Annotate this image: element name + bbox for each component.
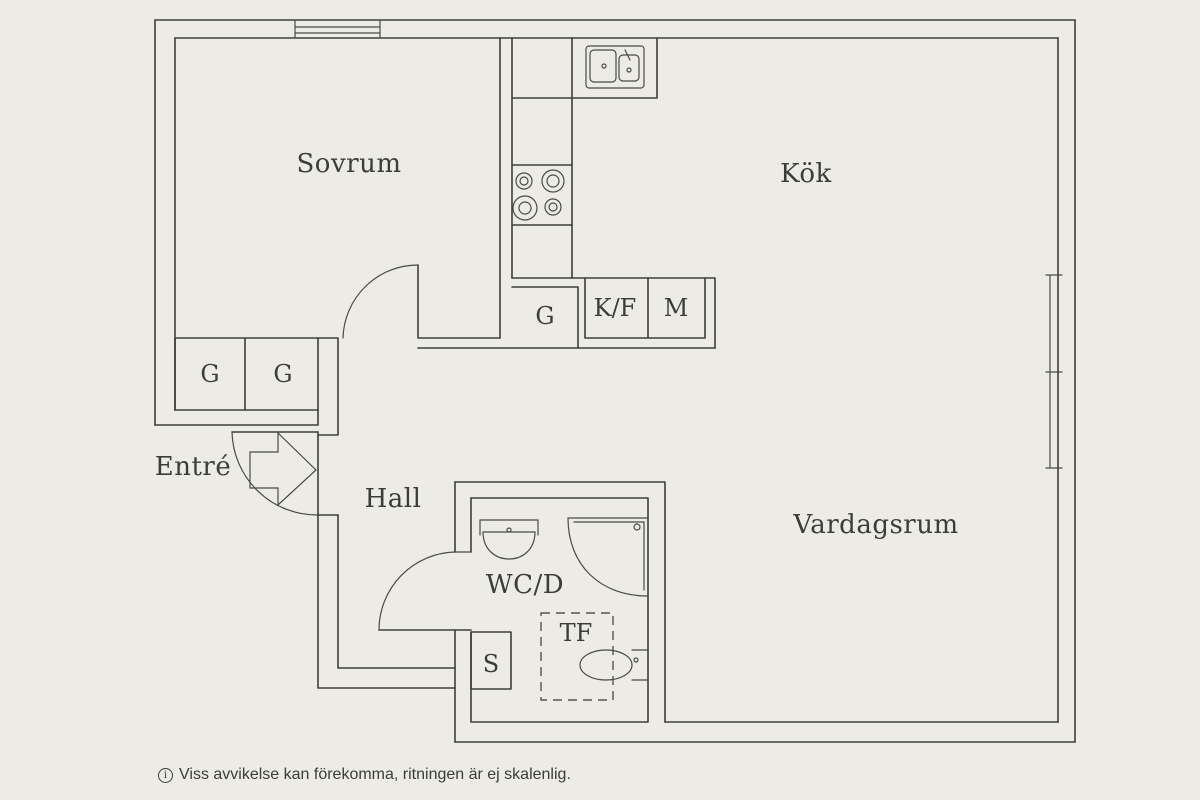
bathroom-fixtures bbox=[470, 517, 649, 701]
room-label-sovrum: Sovrum bbox=[297, 149, 402, 179]
fixture-label-g-bedroom-1: G bbox=[200, 360, 219, 388]
room-label-entre: Entré bbox=[155, 452, 232, 482]
room-label-vardagsrum: Vardagsrum bbox=[792, 510, 958, 540]
disclaimer: i Viss avvikelse kan förekomma, ritninge… bbox=[158, 766, 571, 784]
fixture-label-s: S bbox=[483, 650, 499, 678]
fixture-label-g-kitchen: G bbox=[535, 302, 554, 330]
fixture-label-kf: K/F bbox=[594, 294, 637, 322]
outer-walls bbox=[154, 19, 1076, 743]
disclaimer-text: Viss avvikelse kan förekomma, ritningen … bbox=[179, 766, 571, 783]
room-label-kok: Kök bbox=[780, 159, 832, 189]
fixture-label-g-bedroom-2: G bbox=[273, 360, 292, 388]
fixture-label-tf: TF bbox=[560, 619, 593, 647]
info-icon: i bbox=[158, 767, 173, 783]
fixture-label-m: M bbox=[664, 294, 689, 322]
kitchen-fixtures bbox=[511, 37, 706, 349]
interior-walls bbox=[154, 37, 716, 743]
room-label-wc-d: WC/D bbox=[486, 570, 564, 600]
room-label-hall: Hall bbox=[365, 484, 422, 514]
